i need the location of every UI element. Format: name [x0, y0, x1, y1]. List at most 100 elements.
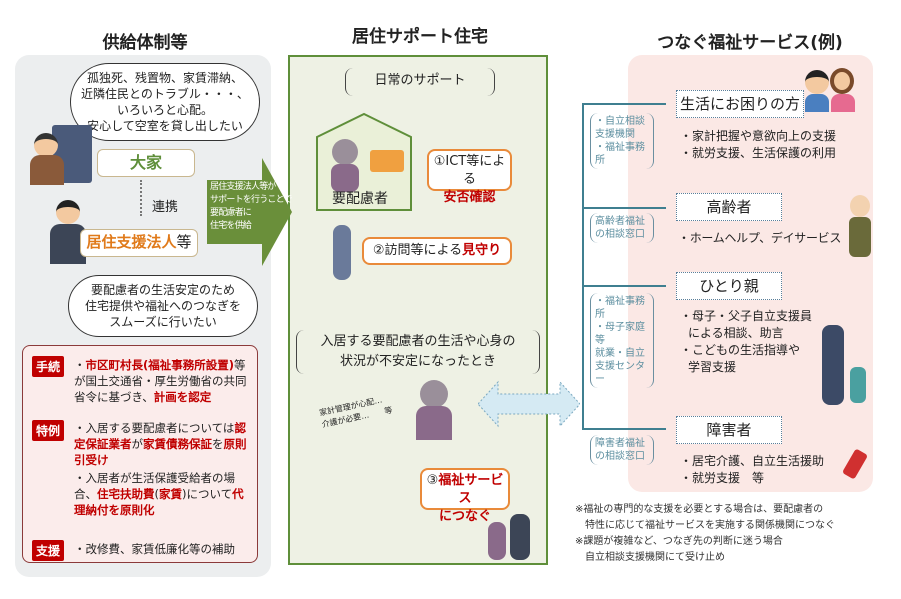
agency-line: 支援機関	[595, 129, 635, 140]
footnotes: ※福祉の専門的な支援を必要とする場合は、要配慮者の 特性に応じて福祉サービスを実…	[575, 502, 835, 566]
agency-line: 障害者福祉	[595, 438, 645, 449]
person-body-icon	[805, 94, 829, 112]
note-line: ※課題が複雑など、つなぎ先の判断に迷う場合	[575, 536, 783, 547]
person-body-icon	[416, 406, 452, 440]
procedure-text: ・市区町村長(福祉事務所設置)等が国土交通省・厚生労働省の共同省令に基づき、計画…	[74, 357, 254, 405]
callout-highlight: 福祉サービス	[438, 473, 504, 506]
service-item: ・就労支援、生活保護の利用	[680, 146, 837, 160]
note-line: 自立相談支援機関にて受け止め	[585, 552, 725, 563]
supply-arrow	[207, 158, 292, 266]
cloud-line: 要配慮者の生活安定のため	[90, 283, 235, 297]
agency-line: 支援センター	[595, 361, 645, 385]
supply-title: 供給体制等	[102, 33, 188, 53]
connector-trunk	[582, 103, 584, 428]
unstable-heading: 入居する要配慮者の生活や心身の 状況が不安定になったとき	[296, 330, 540, 374]
agency-label: ・福祉事務所 ・母子家庭等 就業・自立 支援センター	[590, 293, 654, 388]
staff-icon	[510, 514, 530, 560]
service-list: ・居宅介護、自立生活援助 ・就労支援 等	[680, 453, 824, 487]
agency-line: の相談窓口	[595, 229, 645, 240]
child-icon	[850, 367, 866, 403]
agency-line: ・福祉事務所	[595, 296, 645, 320]
service-item: ・ホームヘルプ、デイサービス	[678, 231, 842, 245]
service-item: ・こどもの生活指導や	[680, 343, 801, 357]
text-segment: を	[212, 437, 224, 451]
landlord-label: 大家	[97, 149, 195, 177]
landlord-thought-cloud: 孤独死、残置物、家賃滞納、 近隣住民とのトラブル・・・、 いろいろと心配。 安心…	[70, 63, 260, 141]
exception-text-a: ・入居する要配慮者については認定保証業者が家賃債務保証を原則引受け	[74, 420, 254, 468]
text-highlight: 認定保証業者	[74, 421, 246, 451]
support-text: ・改修費、家賃低廉化等の補助	[74, 542, 235, 556]
connector-branch	[582, 428, 666, 430]
text-highlight: 計画を認定	[153, 390, 212, 404]
connector-branch	[582, 207, 666, 209]
callout-connect-welfare: ③福祉サービス につなぐ	[420, 468, 510, 524]
cloud-line: 住宅提供や福祉へのつなぎを	[84, 299, 241, 313]
services-title: つなぐ福祉サービス(例)	[657, 33, 843, 53]
target-box-disability: 障害者	[676, 416, 782, 444]
support-corp-label: 居住支援法人等	[80, 229, 198, 257]
person-face-icon	[850, 195, 870, 217]
text-segment: 等が国土交通省・厚生労働省の共同省令に基づき、	[74, 358, 247, 404]
cloud-line: 安心して空室を貸し出したい	[87, 119, 243, 133]
support-corp-name: 居住支援法人	[86, 233, 177, 251]
text-highlight: 家賃	[159, 487, 182, 501]
procedure-tag: 手続	[32, 356, 65, 377]
text-segment: (	[154, 487, 160, 501]
support-tag: 支援	[32, 540, 65, 561]
daily-support-heading: 日常のサポート	[345, 68, 495, 96]
cloud-line: いろいろと心配。	[116, 103, 213, 117]
target-box-elderly: 高齢者	[676, 193, 782, 221]
text-highlight: 原則引受け	[74, 437, 247, 467]
landlord-illustration	[30, 125, 92, 185]
callout-text: ①ICT等による	[433, 154, 506, 187]
service-item: ・家計把握や意欲向上の支援	[680, 129, 837, 143]
connector-branch	[582, 285, 666, 287]
heading-line: 入居する要配慮者の生活や心身の	[320, 334, 516, 349]
person-face-icon	[56, 200, 80, 224]
note-line: 特性に応じて福祉サービスを実施する関係機関につなぐ	[585, 520, 835, 531]
text-highlight: 代理納付を原則化	[74, 487, 244, 517]
cloud-line: スムーズに行いたい	[109, 315, 217, 329]
arrow-line: 要配慮者に	[210, 208, 252, 218]
support-corp-suffix: 等	[176, 233, 192, 251]
agency-line: の相談窓口	[595, 451, 645, 462]
target-box-livelihood: 生活にお困りの方	[676, 90, 804, 118]
agency-line: ・自立相談	[595, 116, 645, 127]
service-item: ・居宅介護、自立生活援助	[680, 454, 825, 468]
heading-line: 状況が不安定になったとき	[339, 354, 496, 369]
callout-text: ②訪問等による	[372, 243, 463, 258]
service-list: ・ホームヘルプ、デイサービス	[678, 230, 841, 247]
text-segment: )について	[182, 487, 233, 501]
text-segment: が	[131, 437, 144, 451]
consultation-illustration	[488, 514, 533, 560]
service-list: ・母子・父子自立支援員 による相談、助言 ・こどもの生活指導や 学習支援	[680, 308, 812, 376]
agency-line: 就業・自立	[595, 348, 645, 359]
parent-icon	[822, 325, 844, 405]
arrow-line: サポートを行うことで	[210, 195, 293, 205]
callout-highlight: 見守り	[462, 243, 502, 258]
service-item: ・就労支援 等	[680, 471, 765, 485]
cloud-line: 近隣住民とのトラブル・・・、	[81, 87, 249, 101]
person-face-icon	[830, 68, 854, 94]
housing-title: 居住サポート住宅	[352, 27, 488, 47]
agency-line: 高齢者福祉	[595, 216, 645, 227]
text-segment: ・	[74, 358, 86, 372]
exception-tag: 特例	[32, 420, 65, 441]
agency-label: ・自立相談 支援機関 ・福祉事務所	[590, 113, 654, 169]
callout-watching: ②訪問等による見守り	[362, 237, 512, 265]
cooperation-label: 連携	[152, 200, 179, 215]
callout-safety-check: ①ICT等による 安否確認	[427, 149, 512, 205]
service-list: ・家計把握や意欲向上の支援 ・就労支援、生活保護の利用	[680, 128, 836, 162]
arrow-line: 住宅を供給	[210, 221, 252, 231]
elderly-man-illustration	[849, 195, 871, 257]
agency-line: ・母子家庭等	[595, 322, 645, 346]
target-box-single-parent: ひとり親	[676, 272, 782, 300]
callout-highlight: につなぐ	[438, 509, 491, 524]
note-line: ※福祉の専門的な支援を必要とする場合は、要配慮者の	[575, 504, 824, 515]
person-label: 要配慮者	[332, 191, 388, 207]
service-item: 学習支援	[688, 360, 737, 374]
person-body-icon	[30, 155, 64, 185]
text-segment: ・入居する要配慮者については	[74, 421, 235, 435]
arrow-shape	[207, 158, 292, 266]
double-arrow	[478, 380, 580, 428]
